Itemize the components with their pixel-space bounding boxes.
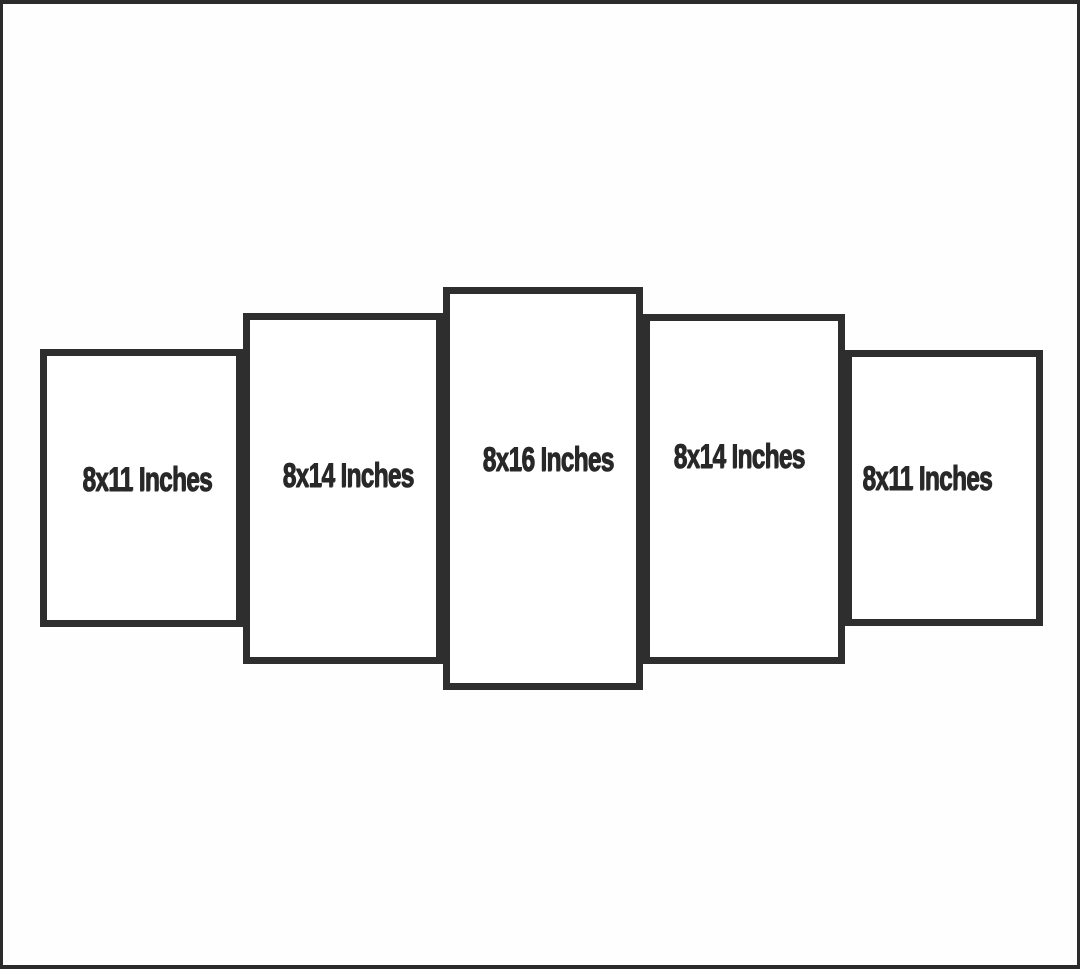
panel-5-8x11-right: 8x11 Inches: [845, 350, 1043, 626]
panel-4-size-label: 8x14 Inches: [673, 437, 806, 476]
panel-1-size-label: 8x11 Inches: [81, 460, 212, 499]
panel-2-size-label: 8x14 Inches: [282, 456, 415, 494]
panel-3-size-label: 8x16 Inches: [482, 440, 615, 478]
panel-2-8x14-left: 8x14 Inches: [243, 313, 443, 664]
panel-4-8x14-right: 8x14 Inches: [643, 314, 845, 664]
panel-5-size-label: 8x11 Inches: [862, 459, 992, 498]
panel-1-8x11-left: 8x11 Inches: [40, 349, 243, 627]
panel-3-8x16-center: 8x16 Inches: [443, 287, 643, 690]
